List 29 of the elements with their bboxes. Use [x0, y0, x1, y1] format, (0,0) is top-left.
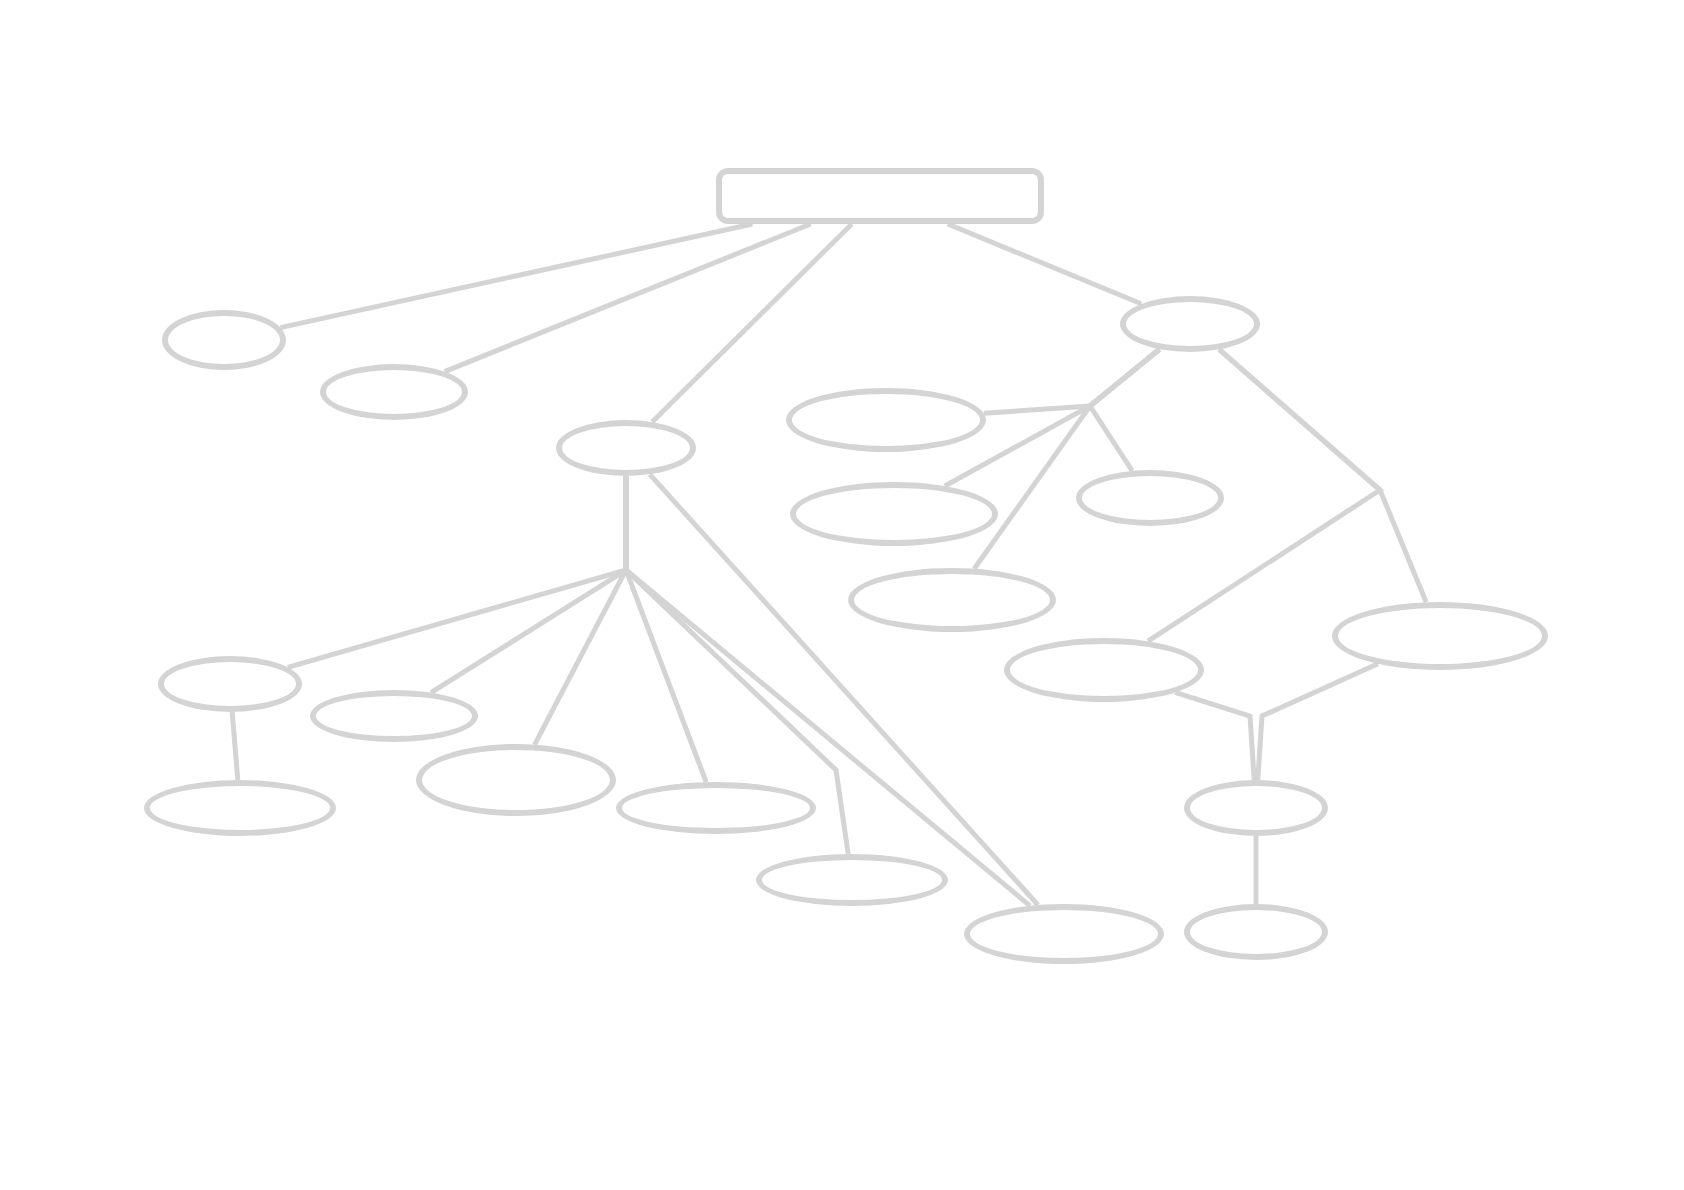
- ellipse: [556, 420, 696, 476]
- connector-line: [1146, 347, 1385, 644]
- ellipse: [144, 780, 336, 836]
- ellipse: [616, 782, 816, 834]
- ellipse: [320, 364, 468, 420]
- connector-line: [1174, 690, 1257, 781]
- ellipse: [964, 904, 1164, 964]
- connector-line: [650, 222, 854, 424]
- ellipse: [848, 568, 1056, 632]
- connector-line: [1253, 836, 1259, 904]
- ellipse: [1332, 602, 1548, 670]
- connector-line: [1255, 661, 1380, 781]
- ellipse: [786, 388, 986, 452]
- connector-line: [279, 221, 753, 331]
- ellipse: [790, 482, 998, 546]
- connector-line: [443, 221, 812, 374]
- rounded-box: [716, 168, 1044, 224]
- ellipse: [162, 310, 286, 370]
- ellipse: [310, 690, 478, 742]
- ellipse: [416, 744, 616, 816]
- ellipse: [1184, 780, 1328, 836]
- ellipse: [1076, 470, 1224, 526]
- connector-line: [229, 711, 241, 781]
- connector-line: [946, 221, 1143, 307]
- ellipse: [158, 656, 302, 712]
- ellipse: [1184, 904, 1328, 960]
- ellipse: [1004, 638, 1204, 702]
- ellipse: [1120, 296, 1260, 352]
- ellipse: [756, 854, 948, 906]
